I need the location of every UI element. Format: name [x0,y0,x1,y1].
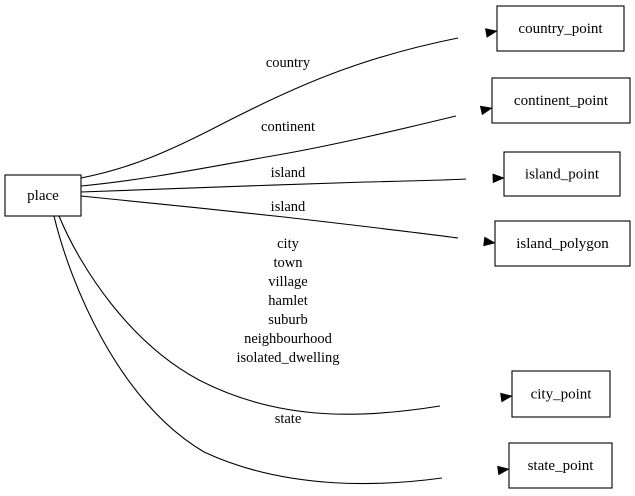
edge-line-island_point [80,178,467,193]
node-city_point-label: city_point [531,386,593,402]
edge-label-line: hamlet [268,293,307,309]
edges-layer [53,28,513,485]
node-continent_point[interactable]: continent_point [491,77,631,124]
edge-label-line: island [271,165,306,181]
edge-label-line: town [274,255,304,271]
nodes-layer: place country_point continent_point island_… [4,5,631,489]
edge-place-to-city_point[interactable] [58,215,513,415]
edge-arrowhead-continent_point [479,105,493,116]
edge-line-island_polygon [80,195,459,239]
node-country_point-label: country_point [518,21,603,37]
node-country_point-box [496,5,625,52]
edge-place-to-island_point[interactable] [80,173,505,193]
edge-label-line: isolated_dwelling [236,350,339,366]
edge-label-line: village [268,274,307,290]
edge-arrowhead-city_point [500,392,513,403]
edge-label-line: suburb [268,312,307,328]
node-place-label: place [27,188,59,204]
node-city_point-box [511,370,611,418]
edge-label-island_polygon: island [271,199,306,215]
edge-place-to-continent_point[interactable] [80,105,493,187]
edge-line-continent_point [80,115,457,187]
edge-place-to-country_point[interactable] [80,28,498,179]
node-island_point-box [503,151,621,197]
edge-label-city_point: city town village hamlet suburb neighbourhood… [236,236,339,366]
edge-arrowhead-island_point [492,173,505,184]
edge-label-line: neighbourhood [244,331,333,347]
node-island_polygon-box [494,220,631,267]
edge-place-to-state_point[interactable] [53,215,510,485]
edge-labels-layer: country continent island island city town vill… [236,55,339,427]
edge-line-state_point [53,215,443,485]
edge-label-line: continent [261,119,315,135]
node-city_point[interactable]: city_point [511,370,611,418]
edge-label-line: city [277,236,299,252]
node-place[interactable]: place [4,174,82,217]
node-state_point-label: state_point [528,458,595,474]
node-state_point-box [508,442,613,489]
node-continent_point-label: continent_point [514,93,609,109]
node-place-box [4,174,82,217]
node-island_polygon-label: island_polygon [516,236,609,252]
edge-line-city_point [58,215,441,415]
node-island_point-label: island_point [525,166,600,182]
node-island_polygon[interactable]: island_polygon [494,220,631,267]
edge-label-island_point: island [271,165,306,181]
edge-arrowhead-island_polygon [483,236,496,247]
edge-arrowhead-country_point [485,28,498,38]
edge-label-continent_point: continent [261,119,315,135]
edge-label-country_point: country [266,55,311,71]
node-state_point[interactable]: state_point [508,442,613,489]
node-country_point[interactable]: country_point [496,5,625,52]
edge-label-line: island [271,199,306,215]
node-island_point[interactable]: island_point [503,151,621,197]
edge-line-country_point [80,37,459,179]
edge-arrowhead-state_point [497,465,510,476]
edge-place-to-island_polygon[interactable] [80,195,496,247]
edge-label-line: state [275,411,302,427]
node-continent_point-box [491,77,631,124]
edge-label-line: country [266,55,311,71]
edge-label-state_point: state [275,411,302,427]
